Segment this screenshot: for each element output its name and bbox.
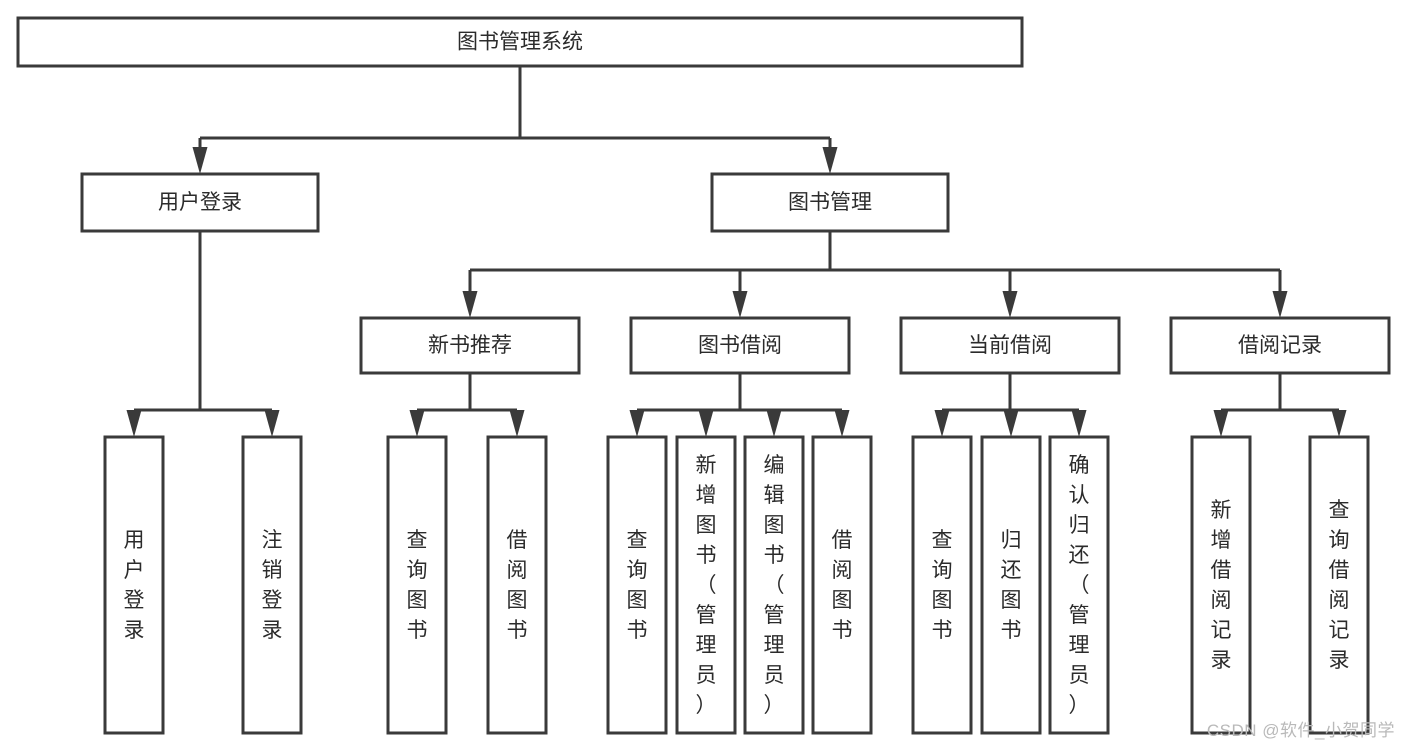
node-label: 借阅图书 (832, 529, 853, 642)
node-leaf-query-book-rec[interactable]: 查询图书 (386, 435, 448, 735)
arrow-head-icon (1071, 410, 1087, 437)
arrow-head-icon (732, 291, 748, 318)
arrow-head-icon (934, 410, 950, 437)
node-leaf-query-book-br[interactable]: 查询图书 (606, 435, 668, 735)
node-leaf-add-book-admin[interactable]: 新增图书（管理员） (675, 435, 737, 735)
node-book-manage[interactable]: 图书管理 (710, 172, 950, 233)
arrow-head-icon (1213, 410, 1229, 437)
node-box (606, 435, 668, 735)
node-box (743, 435, 805, 735)
node-label: 借阅记录 (1238, 334, 1322, 357)
arrow-head-icon (822, 147, 838, 174)
node-book-borrow[interactable]: 图书借阅 (629, 316, 851, 375)
node-leaf-return-book[interactable]: 归还图书 (980, 435, 1042, 735)
arrow-head-icon (126, 410, 142, 437)
node-borrow-record[interactable]: 借阅记录 (1169, 316, 1391, 375)
arrow-head-icon (1272, 291, 1288, 318)
node-label: 编辑图书（管理员） (764, 454, 785, 717)
arrow-head-icon (192, 147, 208, 174)
node-label: 新增借阅记录 (1211, 499, 1232, 672)
node-leaf-confirm-return[interactable]: 确认归还（管理员） (1048, 435, 1110, 735)
node-box (386, 435, 448, 735)
node-label: 归还图书 (1001, 529, 1022, 642)
node-label: 查询图书 (407, 529, 428, 642)
node-leaf-edit-book-admin[interactable]: 编辑图书（管理员） (743, 435, 805, 735)
arrow-head-icon (629, 410, 645, 437)
node-label: 新增图书（管理员） (696, 454, 717, 717)
arrow-head-icon (462, 291, 478, 318)
node-label: 图书借阅 (698, 334, 782, 357)
node-box (241, 435, 303, 735)
node-label: 确认归还（管理员） (1069, 454, 1090, 717)
node-box (1190, 435, 1252, 735)
arrow-head-icon (1003, 410, 1019, 437)
node-new-book-rec[interactable]: 新书推荐 (359, 316, 581, 375)
node-label: 注销登录 (262, 529, 283, 642)
node-leaf-add-record[interactable]: 新增借阅记录 (1190, 435, 1252, 735)
node-box (1169, 316, 1391, 375)
node-label: 查询图书 (627, 529, 648, 642)
node-box (80, 172, 320, 233)
node-leaf-borrow-book-rec[interactable]: 借阅图书 (486, 435, 548, 735)
node-box (359, 316, 581, 375)
node-leaf-user-logout[interactable]: 注销登录 (241, 435, 303, 735)
node-label: 当前借阅 (968, 334, 1052, 357)
node-label: 用户登录 (158, 191, 242, 214)
node-leaf-user-login[interactable]: 用户登录 (103, 435, 165, 735)
arrow-head-icon (1002, 291, 1018, 318)
node-label: 新书推荐 (428, 334, 512, 357)
node-box (675, 435, 737, 735)
node-box (1048, 435, 1110, 735)
node-box (103, 435, 165, 735)
arrow-head-icon (834, 410, 850, 437)
node-box (1308, 435, 1370, 735)
node-label: 借阅图书 (507, 529, 528, 642)
node-label: 查询借阅记录 (1329, 499, 1350, 672)
node-current-borrow[interactable]: 当前借阅 (899, 316, 1121, 375)
arrow-head-icon (698, 410, 714, 437)
node-box (629, 316, 851, 375)
node-box (911, 435, 973, 735)
node-box (811, 435, 873, 735)
node-undefined[interactable]: 图书管理系统 (16, 16, 1024, 68)
arrow-head-icon (1331, 410, 1347, 437)
arrow-head-icon (509, 410, 525, 437)
node-label: 查询图书 (932, 529, 953, 642)
node-box (16, 16, 1024, 68)
node-label: 图书管理系统 (457, 31, 583, 54)
node-leaf-query-record[interactable]: 查询借阅记录 (1308, 435, 1370, 735)
node-label: 用户登录 (124, 529, 145, 642)
connector-layer (126, 66, 1347, 437)
node-box (486, 435, 548, 735)
node-box (710, 172, 950, 233)
node-box (899, 316, 1121, 375)
node-user-login[interactable]: 用户登录 (80, 172, 320, 233)
node-layer: 图书管理系统用户登录图书管理新书推荐图书借阅当前借阅借阅记录用户登录注销登录查询… (16, 16, 1391, 735)
node-label: 图书管理 (788, 191, 872, 214)
node-box (980, 435, 1042, 735)
arrow-head-icon (766, 410, 782, 437)
arrow-head-icon (264, 410, 280, 437)
arrow-head-icon (409, 410, 425, 437)
node-leaf-borrow-book-br[interactable]: 借阅图书 (811, 435, 873, 735)
node-leaf-query-book-cb[interactable]: 查询图书 (911, 435, 973, 735)
